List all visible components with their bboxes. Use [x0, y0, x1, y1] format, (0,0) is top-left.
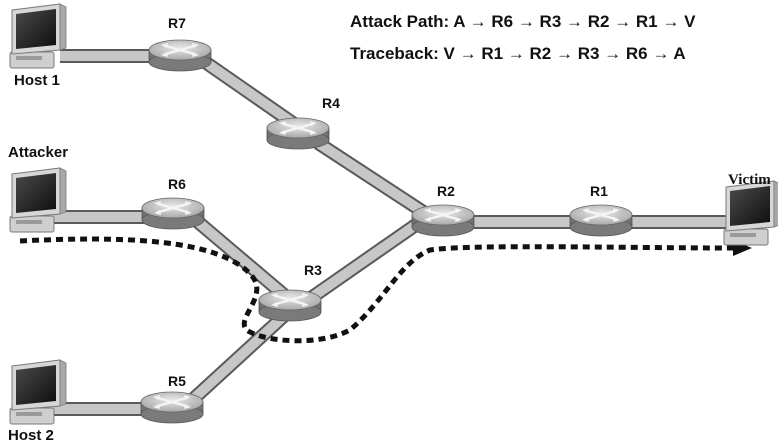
traceback-text: Traceback: V → R1 → R2 → R3 → R6 → A	[350, 44, 686, 63]
router-label-r5: R5	[168, 373, 186, 389]
router-r4[interactable]	[265, 116, 331, 151]
link-r6-r3	[193, 216, 295, 306]
router-label-r4: R4	[322, 95, 340, 111]
router-r5[interactable]	[139, 390, 205, 425]
router-label-r2: R2	[437, 183, 455, 199]
attack-path-text: Attack Path: A → R6 → R3 → R2 → R1 → V	[350, 12, 696, 31]
host-label-attacker: Attacker	[8, 144, 68, 161]
router-r6[interactable]	[140, 196, 206, 231]
router-r1[interactable]	[568, 203, 634, 238]
link-r3-r2	[303, 216, 425, 306]
host-label-host1: Host 1	[14, 72, 60, 89]
router-r7[interactable]	[147, 38, 213, 73]
link-r3-r5	[185, 309, 290, 408]
router-label-r3: R3	[304, 262, 322, 278]
attack-path-line	[19, 236, 736, 344]
router-r2[interactable]	[410, 203, 476, 238]
victim-computer[interactable]	[723, 180, 778, 246]
link-r4-r2	[314, 137, 432, 221]
host-label-victim: Victim	[728, 172, 771, 188]
router-r3[interactable]	[257, 288, 323, 323]
link-r7-r4	[201, 56, 304, 134]
host1-computer[interactable]	[9, 3, 67, 69]
router-label-r1: R1	[590, 183, 608, 199]
network-links	[52, 49, 735, 416]
router-label-r6: R6	[168, 176, 186, 192]
router-label-r7: R7	[168, 15, 186, 31]
host-label-host2: Host 2	[8, 427, 54, 444]
